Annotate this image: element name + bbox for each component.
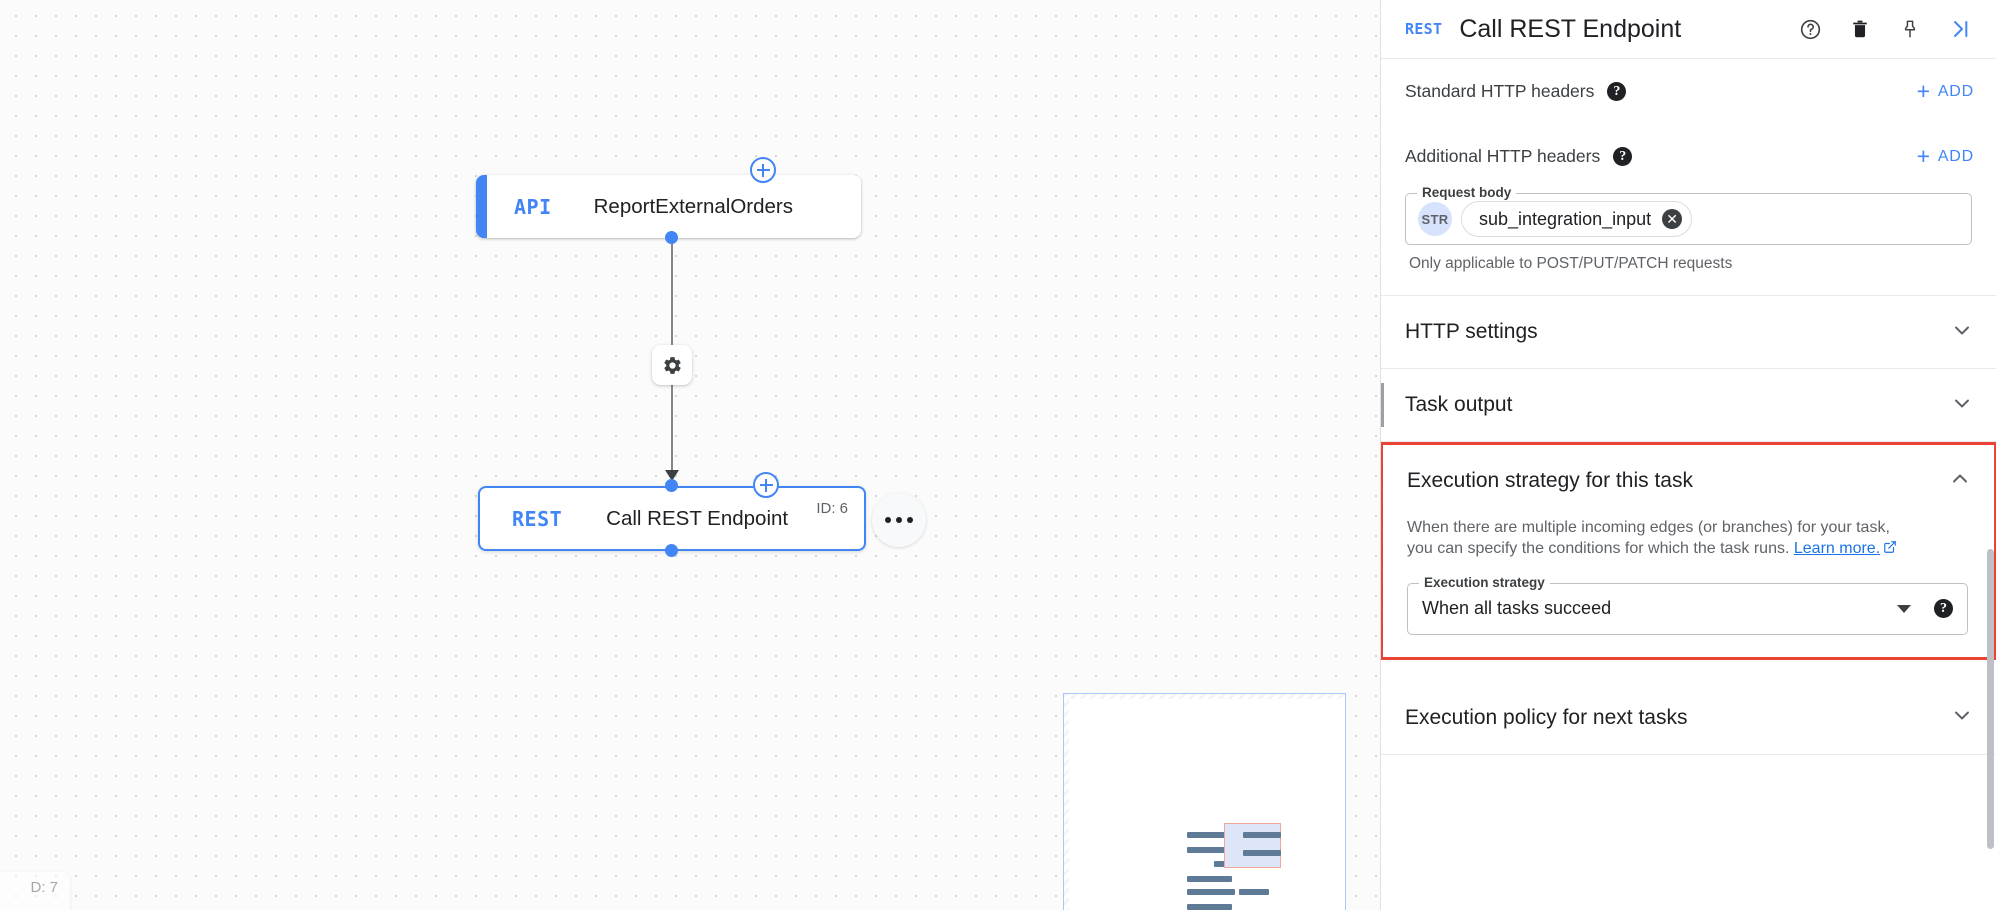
divider [1381, 753, 1996, 755]
edge-gear-icon[interactable] [652, 345, 692, 385]
workflow-canvas[interactable]: API ReportExternalOrders REST Call REST … [0, 0, 1380, 910]
chevron-down-icon [1950, 391, 1974, 420]
execution-strategy-description: When there are multiple incoming edges (… [1383, 517, 1994, 561]
minimap-inner [1069, 699, 1345, 910]
panel-header-actions [1798, 17, 1980, 41]
request-body-field-wrap: Request body STR sub_integration_input ✕ [1381, 185, 1996, 245]
desc-line-2: you can specify the conditions for which… [1407, 540, 1790, 558]
panel-title: Call REST Endpoint [1459, 14, 1682, 43]
help-icon[interactable]: ? [1607, 82, 1627, 101]
request-body-hint: Only applicable to POST/PUT/PATCH reques… [1409, 255, 1733, 272]
request-body-variable-chip[interactable]: sub_integration_input ✕ [1461, 201, 1693, 237]
section-title: Task output [1405, 393, 1513, 416]
learn-more-link[interactable]: Learn more. [1793, 540, 1881, 558]
section-execution-policy[interactable]: Execution policy for next tasks [1381, 682, 1996, 754]
divider [1381, 295, 1996, 296]
edge-arrow-icon [665, 470, 679, 481]
standard-http-headers-label: Standard HTTP headers [1405, 81, 1595, 101]
node-id-label: ID: 6 [816, 500, 848, 517]
execution-strategy-value: When all tasks succeed [1422, 598, 1612, 619]
request-body-type-badge: STR [1418, 202, 1452, 236]
node-clipped-partial[interactable]: D: 7 [0, 872, 70, 910]
standard-http-headers-row: Standard HTTP headers ? + ADD [1381, 59, 1996, 124]
minimap-node [1187, 847, 1227, 853]
panel-body: Standard HTTP headers ? + ADD Additional… [1381, 59, 1996, 910]
help-icon[interactable]: ? [1613, 147, 1633, 166]
chip-label: sub_integration_input [1479, 208, 1652, 229]
help-icon[interactable] [1798, 17, 1822, 41]
more-dot [896, 517, 902, 523]
node-type-badge: REST [512, 506, 563, 531]
help-icon[interactable]: ? [1934, 599, 1953, 619]
more-dot [907, 517, 913, 523]
chevron-up-icon [1948, 467, 1972, 496]
divider [1381, 368, 1996, 369]
minimap-node [1187, 876, 1232, 882]
minimap-node [1243, 832, 1281, 838]
node-api-output-port[interactable] [665, 231, 678, 244]
minimap-viewport[interactable] [1224, 823, 1281, 868]
canvas-minimap[interactable] [1063, 693, 1346, 910]
minimap-node [1187, 889, 1235, 895]
panel-scrollbar-track[interactable] [1987, 119, 1995, 910]
minimap-node [1239, 889, 1269, 895]
additional-http-headers-row: Additional HTTP headers ? + ADD [1381, 124, 1996, 189]
chevron-down-icon [1950, 703, 1974, 732]
node-api[interactable]: API ReportExternalOrders [476, 175, 861, 238]
task-config-panel: REST Call REST Endpoint [1380, 0, 1996, 910]
minimap-node [1187, 832, 1235, 838]
plus-icon: + [1916, 143, 1931, 169]
section-http-settings[interactable]: HTTP settings [1381, 296, 1996, 368]
chevron-down-icon[interactable] [1897, 604, 1911, 613]
add-label: ADD [1937, 82, 1974, 100]
panel-scrollbar-thumb[interactable] [1987, 549, 1994, 849]
add-standard-header-button[interactable]: + ADD [1917, 80, 1974, 103]
add-additional-header-button[interactable]: + ADD [1917, 145, 1974, 168]
node-rest-input-port[interactable] [665, 479, 678, 492]
execution-strategy-section: Execution strategy for this task When th… [1381, 442, 1996, 660]
minimap-node [1243, 850, 1281, 856]
node-more-options-button[interactable] [872, 493, 926, 547]
desc-line-1: When there are multiple incoming edges (… [1407, 519, 1890, 536]
node-accent-bar [476, 175, 487, 238]
panel-header: REST Call REST Endpoint [1381, 0, 1996, 59]
node-title: Call REST Endpoint [606, 506, 789, 530]
external-link-icon[interactable] [1883, 539, 1897, 560]
execution-strategy-legend: Execution strategy [1419, 574, 1550, 590]
minimap-node [1187, 904, 1232, 910]
section-title: Execution strategy for this task [1407, 469, 1693, 492]
node-id-label: D: 7 [30, 879, 58, 896]
section-title: Execution policy for next tasks [1405, 705, 1688, 729]
pin-icon[interactable] [1898, 17, 1922, 41]
node-rest[interactable]: REST Call REST Endpoint ID: 6 [478, 486, 866, 551]
node-rest-output-port[interactable] [665, 544, 678, 557]
add-node-after-rest-icon[interactable] [753, 472, 779, 498]
node-type-badge: API [514, 194, 552, 219]
node-title: ReportExternalOrders [593, 194, 794, 218]
delete-icon[interactable] [1848, 17, 1872, 41]
add-node-after-api-icon[interactable] [750, 157, 776, 183]
add-label: ADD [1937, 147, 1974, 165]
additional-http-headers-label: Additional HTTP headers [1405, 146, 1601, 166]
section-task-output[interactable]: Task output [1381, 369, 1996, 441]
collapse-panel-icon[interactable] [1948, 17, 1972, 41]
section-title: HTTP settings [1405, 320, 1538, 343]
more-dot [885, 517, 891, 523]
panel-type-badge: REST [1405, 20, 1443, 38]
plus-icon: + [1916, 78, 1931, 104]
close-icon[interactable]: ✕ [1662, 209, 1683, 229]
request-body-legend: Request body [1417, 185, 1517, 200]
execution-strategy-select[interactable]: Execution strategy When all tasks succee… [1407, 574, 1968, 635]
divider [1381, 441, 1996, 442]
request-body-field[interactable]: Request body STR sub_integration_input ✕ [1405, 185, 1972, 245]
chevron-down-icon [1950, 318, 1974, 347]
execution-strategy-select-wrap: Execution strategy When all tasks succee… [1383, 561, 1994, 657]
execution-strategy-header[interactable]: Execution strategy for this task [1383, 445, 1994, 517]
section-indicator [1381, 383, 1384, 427]
